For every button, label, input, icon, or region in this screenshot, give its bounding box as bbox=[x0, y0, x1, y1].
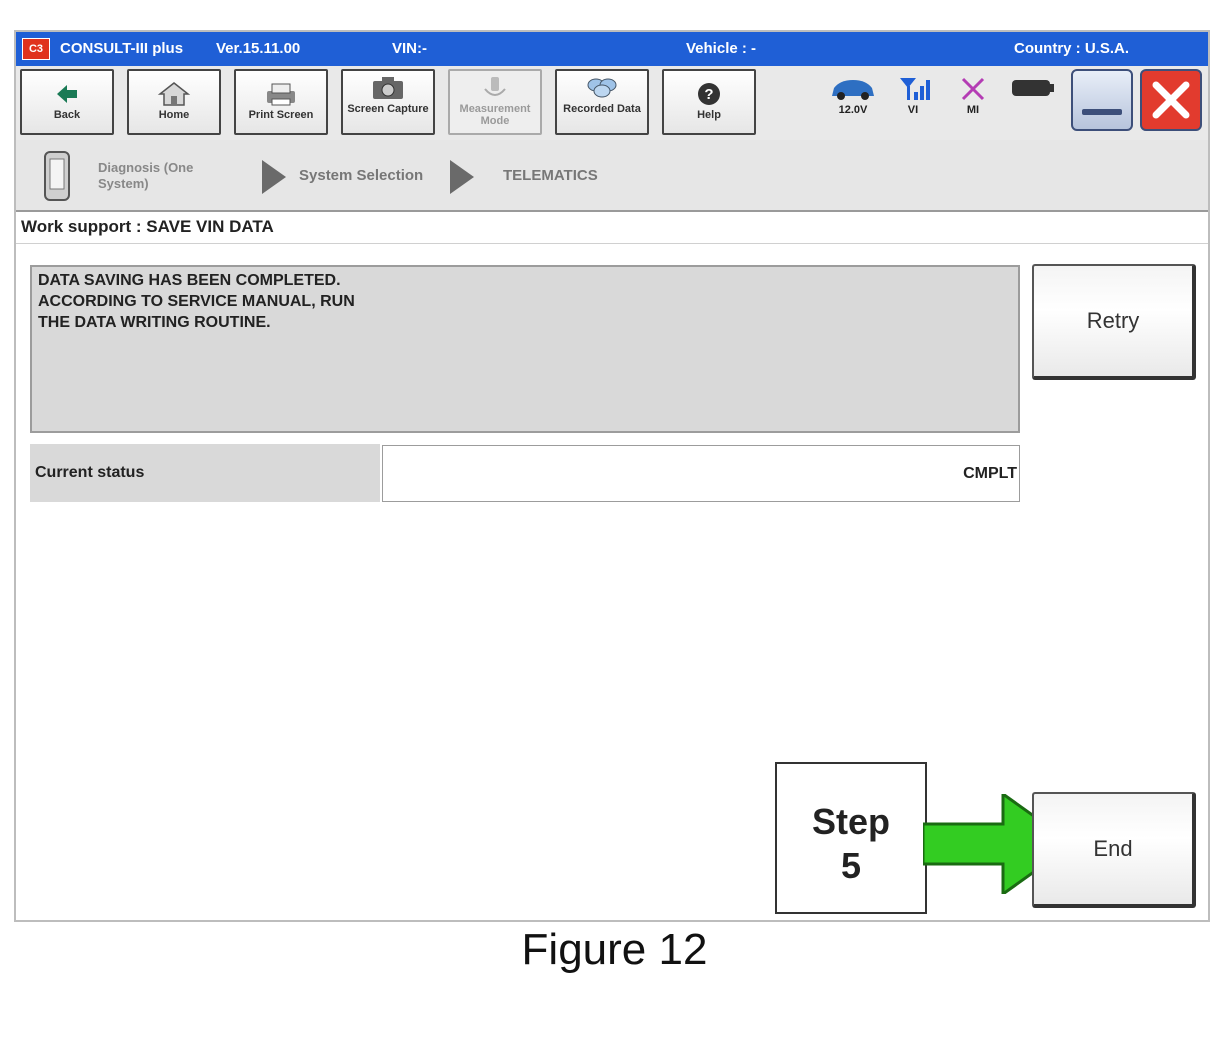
vehicle-label: Vehicle : - bbox=[686, 40, 757, 57]
app-version: Ver.15.11.00 bbox=[216, 40, 301, 57]
breadcrumb-telematics: TELEMATICS bbox=[503, 167, 598, 184]
home-label: Home bbox=[158, 109, 190, 121]
page-title: Work support : SAVE VIN DATA bbox=[21, 217, 274, 236]
country-label: Country : U.S.A. bbox=[1014, 40, 1129, 57]
back-arrow-icon bbox=[47, 81, 87, 107]
divider bbox=[16, 243, 1208, 244]
battery-icon bbox=[1006, 74, 1060, 104]
recorded-data-icon bbox=[582, 75, 622, 101]
title-bar: C3 CONSULT-III plus Ver.15.11.00 VIN:- V… bbox=[16, 32, 1208, 66]
print-screen-label: Print Screen bbox=[248, 109, 314, 121]
camera-icon bbox=[368, 75, 408, 101]
vi-status: VI bbox=[886, 74, 940, 116]
voltage-label: 12.0V bbox=[838, 104, 868, 116]
breadcrumb-arrow-icon bbox=[262, 160, 286, 194]
breadcrumb: Diagnosis (One System) System Selection … bbox=[16, 140, 1208, 212]
home-button[interactable]: Home bbox=[127, 69, 221, 135]
help-button[interactable]: ? Help bbox=[662, 69, 756, 135]
disconnected-x-icon bbox=[946, 74, 1000, 104]
mi-status: MI bbox=[946, 74, 1000, 116]
breadcrumb-system-selection[interactable]: System Selection bbox=[299, 167, 424, 184]
home-icon bbox=[154, 81, 194, 107]
recorded-data-label: Recorded Data bbox=[563, 103, 641, 115]
vi-label: VI bbox=[907, 104, 919, 116]
vin-label: VIN:- bbox=[392, 40, 427, 57]
car-icon bbox=[826, 74, 880, 104]
help-label: Help bbox=[697, 109, 721, 121]
print-screen-button[interactable]: Print Screen bbox=[234, 69, 328, 135]
message-line: DATA SAVING HAS BEEN COMPLETED. bbox=[38, 272, 341, 289]
measurement-mode-button[interactable]: Measurement Mode bbox=[448, 69, 542, 135]
diagnosis-device-icon bbox=[42, 150, 72, 207]
current-status-value: CMPLT bbox=[382, 445, 1020, 502]
message-box: DATA SAVING HAS BEEN COMPLETED. ACCORDIN… bbox=[30, 265, 1020, 433]
signal-icon bbox=[886, 74, 940, 104]
app-logo-icon: C3 bbox=[22, 38, 50, 60]
breadcrumb-arrow-icon bbox=[450, 160, 474, 194]
printer-icon bbox=[261, 81, 301, 107]
back-label: Back bbox=[53, 109, 81, 121]
battery-status bbox=[1006, 74, 1060, 104]
svg-text:?: ? bbox=[704, 86, 713, 103]
step-callout-text: Step bbox=[811, 801, 890, 842]
screen-capture-label: Screen Capture bbox=[347, 103, 429, 115]
step-callout-number: 5 bbox=[840, 845, 862, 886]
figure-caption: Figure 12 bbox=[521, 925, 708, 974]
current-status-label: Current status bbox=[30, 444, 380, 502]
app-name: CONSULT-III plus bbox=[60, 40, 184, 57]
retry-button[interactable]: Retry bbox=[1032, 264, 1196, 380]
toolbar: Back Home Print Screen Screen Capture Me… bbox=[16, 66, 1208, 141]
minimize-icon bbox=[1082, 109, 1122, 115]
consult-window: C3 CONSULT-III plus Ver.15.11.00 VIN:- V… bbox=[14, 30, 1210, 922]
step-callout: Step 5 bbox=[775, 762, 927, 914]
close-icon bbox=[1142, 71, 1200, 134]
message-line: ACCORDING TO SERVICE MANUAL, RUN bbox=[38, 293, 355, 310]
minimize-button[interactable] bbox=[1071, 69, 1133, 131]
measurement-mode-label: Measurement Mode bbox=[459, 103, 531, 127]
close-button[interactable] bbox=[1140, 69, 1202, 131]
end-button[interactable]: End bbox=[1032, 792, 1196, 908]
message-line: THE DATA WRITING ROUTINE. bbox=[38, 314, 271, 331]
recorded-data-button[interactable]: Recorded Data bbox=[555, 69, 649, 135]
measurement-icon bbox=[475, 75, 515, 101]
mi-label: MI bbox=[966, 104, 980, 116]
screen-capture-button[interactable]: Screen Capture bbox=[341, 69, 435, 135]
battery-voltage-status: 12.0V bbox=[826, 74, 880, 116]
help-icon: ? bbox=[689, 81, 729, 107]
back-button[interactable]: Back bbox=[20, 69, 114, 135]
breadcrumb-diagnosis[interactable]: Diagnosis (One System) bbox=[98, 160, 194, 191]
